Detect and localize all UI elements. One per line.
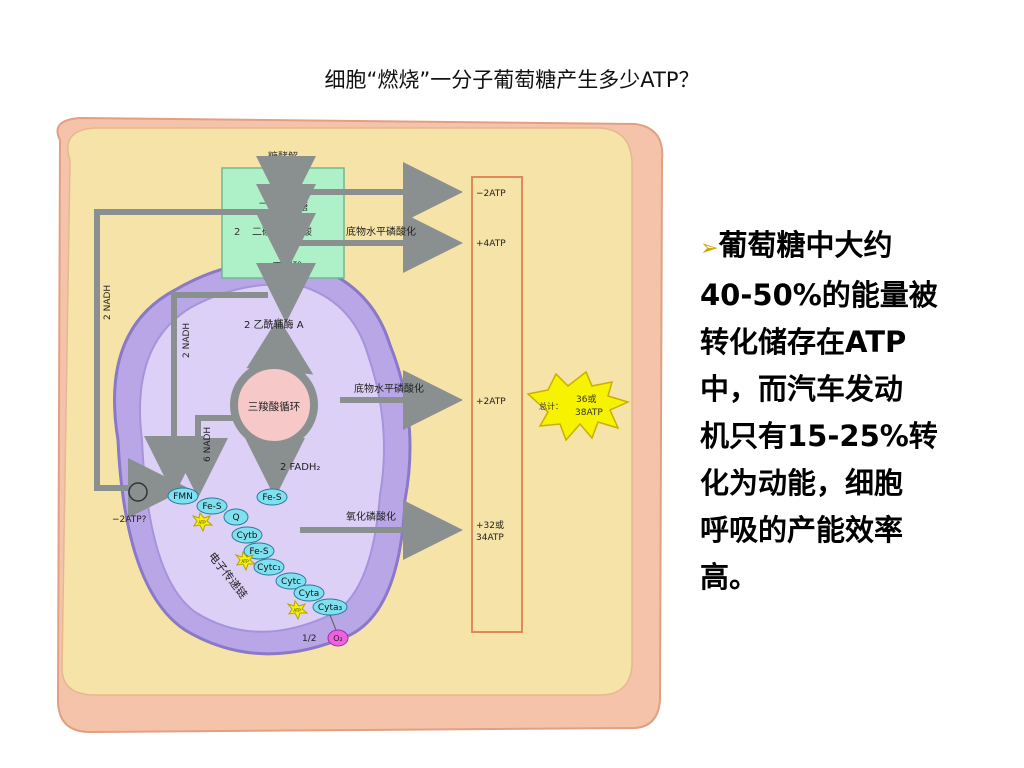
total-atp-burst [526, 370, 631, 442]
carrier-fes-1 [196, 497, 228, 515]
carrier-cyta [293, 584, 325, 602]
minus-2atp-label: −2ATP? [112, 515, 147, 525]
side-text-line-2: 40-50%的能量被 [700, 278, 938, 312]
arrow-nadh-mid [144, 292, 268, 496]
arrow-acetyl-to-tca [246, 317, 314, 375]
nadh-left-label: 2 NADH [103, 285, 113, 320]
glucose-label: 葡萄糖 [271, 170, 301, 183]
total-prefix: 总计： [539, 401, 563, 411]
result-column [471, 176, 523, 633]
arrow-nadh-tca [168, 415, 236, 498]
result-plus-2atp: +2ATP [476, 397, 506, 407]
total-value-2: 38ATP [575, 408, 603, 418]
carrier-fmn [167, 487, 199, 505]
side-text-line-1: ➢葡萄糖中大约 [700, 222, 970, 272]
result-plus-32-line1: +32或 [476, 519, 504, 531]
side-text-line-8: 高。 [700, 560, 759, 594]
carrier-fmn-label: FMN [173, 492, 193, 502]
glycerate-num: 2 [234, 227, 240, 238]
atp-star-3 [286, 599, 309, 621]
nadh-mid-label: 2 NADH [182, 323, 192, 358]
glycolysis-title: 糖酵解 [268, 150, 298, 163]
atp-star-1 [191, 511, 214, 533]
result-minus-2atp: −2ATP [476, 189, 506, 199]
carrier-cyta-label: Cyta [299, 589, 320, 599]
atp-star-2-label: ATP [241, 559, 249, 564]
carrier-cyta3-label: Cyta₃ [318, 603, 343, 613]
carrier-fes-1-label: Fe-S [202, 502, 221, 512]
side-text-line-6: 化为动能，细胞 [700, 466, 904, 500]
cell-respiration-diagram: 糖酵解 葡萄糖 二磷酸果糖 2 二磷酸甘油酸 2 丙酮酸 三羧酸循环 2 乙酰辅… [56, 116, 664, 734]
side-text: ➢葡萄糖中大约 40-50%的能量被 转化储存在ATP 中，而汽车发动 机只有1… [700, 222, 970, 601]
side-text-line-3: 转化储存在ATP [700, 325, 907, 359]
glycerate-label: 二磷酸甘油酸 [252, 225, 312, 238]
nadh-tca-label: 6 NADH [203, 427, 213, 462]
substrate-phos-label-2: 底物水平磷酸化 [354, 382, 424, 395]
atp-star-1-label: ATP [198, 520, 206, 525]
side-text-line-7: 呼吸的产能效率 [700, 513, 904, 547]
fadh2-label: 2 FADH₂ [280, 462, 320, 473]
o2-connector [329, 614, 337, 631]
carrier-fes-2-label: Fe-S [262, 493, 281, 503]
side-text-line-1-text: 葡萄糖中大约 [718, 228, 893, 262]
carrier-cytc-label: Cytc [281, 577, 301, 587]
carrier-cytb-label: Cytb [237, 531, 258, 541]
total-value-1: 36或 [576, 393, 596, 405]
arrow-nadh-left [94, 209, 282, 518]
side-text-line-5: 机只有15-25%转 [700, 419, 938, 453]
atp-star-3-label: ATP [293, 608, 301, 613]
substrate-phos-label-1: 底物水平磷酸化 [346, 225, 416, 238]
bullet-arrow-icon: ➢ [700, 236, 719, 261]
carrier-cytc1-label: Cytc₁ [257, 563, 281, 573]
atp-pump-circle [128, 482, 148, 502]
carrier-cytb [231, 526, 263, 544]
tca-label: 三羧酸循环 [248, 400, 301, 413]
acetyl-coa-label: 2 乙酰辅酶 A [244, 318, 304, 331]
carrier-group: FMN Fe-S Fe-S Q Cytb Fe-S Cytc₁ Cytc Cyt… [167, 487, 348, 616]
chain-atp-stars: ATP ATP ATP [191, 511, 309, 621]
o2-molecule [327, 629, 349, 647]
pyruvate-label: 2 丙酮酸 [263, 260, 303, 273]
tca-cycle [230, 361, 318, 449]
carrier-q [223, 508, 249, 526]
o2-label: O₂ [333, 634, 343, 643]
carrier-fes-3-label: Fe-S [249, 547, 268, 557]
carrier-fes-2 [256, 488, 288, 506]
result-plus-32-line2: 34ATP [476, 533, 504, 543]
side-text-line-4: 中，而汽车发动 [700, 372, 904, 406]
oxidative-phos-label: 氧化磷酸化 [346, 510, 396, 523]
slide-title: 细胞“燃烧”一分子葡萄糖产生多少ATP？ [324, 68, 700, 92]
result-plus-4atp: +4ATP [476, 239, 506, 249]
atp-star-2 [234, 550, 257, 572]
carrier-cytc [275, 572, 307, 590]
carrier-q-label: Q [232, 513, 239, 523]
carrier-cytc1 [253, 558, 285, 576]
o2-half-label: 1/2 [302, 634, 316, 644]
